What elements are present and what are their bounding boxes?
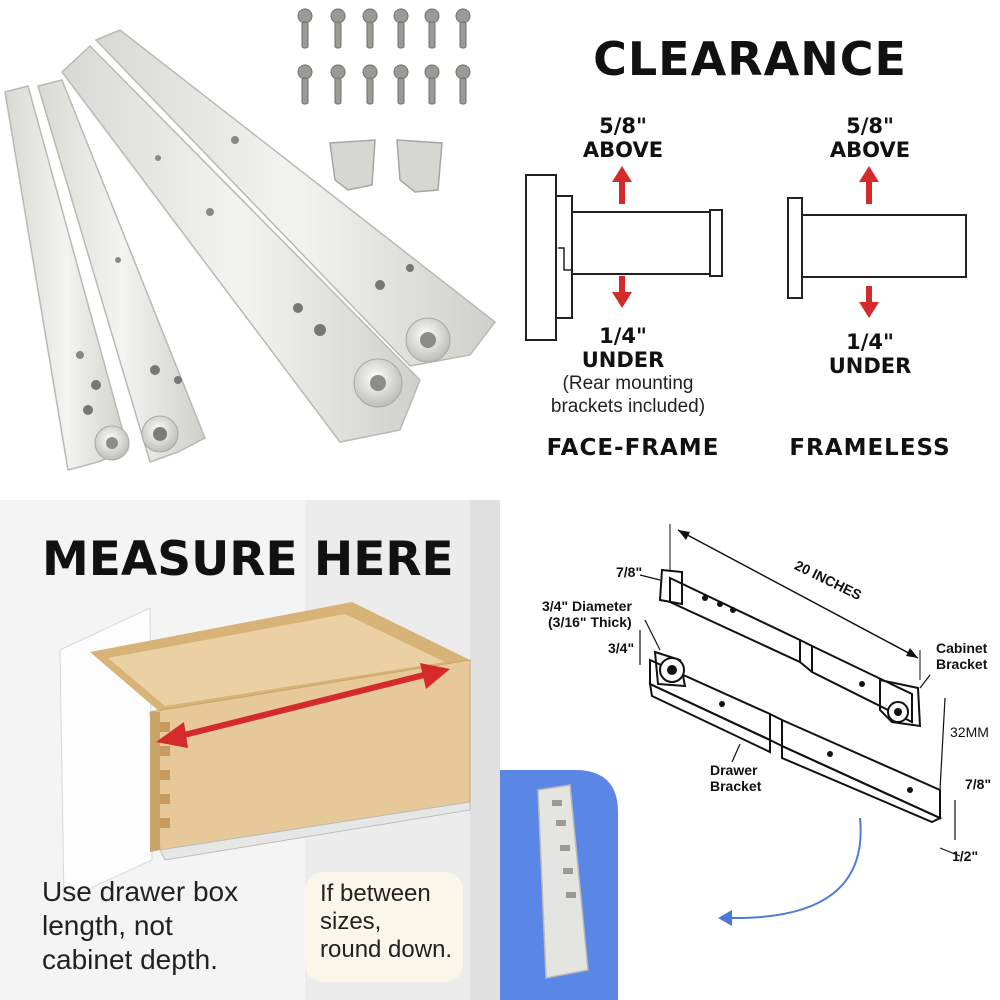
frameless-above-value: 5/8" [846,114,894,138]
tip-box [305,872,463,982]
frameless-diagram [787,197,967,299]
face-frame-under-word: UNDER [581,348,665,372]
frameless-above-word: ABOVE [829,138,911,162]
measure-panel: MEASURE HERE Use drawer box length, not … [0,500,500,1000]
tip-line1: If between [320,880,431,907]
frameless-under-value: 1/4" [846,330,894,354]
dimension-drawing [500,524,961,1000]
use-note-line3: cabinet depth. [42,944,218,975]
dim-rail-height: 7/8" [965,776,992,792]
measure-title: MEASURE HERE [42,532,454,587]
frameless-caption: FRAMELESS [789,435,951,461]
use-note-line2: length, not [42,910,173,941]
tip-note: If between sizes, round down. [320,880,452,964]
drawer-slide-rail [60,44,421,443]
drawer-bracket-line1: Drawer [710,762,758,778]
tip-line2: sizes, [320,908,382,935]
dim-wheel-diameter-line2: (3/16" Thick) [548,614,632,630]
drawer-slide-rail [94,29,497,367]
product-photo-panel [0,0,500,500]
frameless-arrows [859,166,879,318]
drawer-bracket-line2: Bracket [710,778,762,794]
dim-flange: 1/2" [952,848,979,864]
face-frame-note-line2: brackets included) [550,396,706,417]
face-frame-caption: FACE-FRAME [546,435,720,461]
dim-wheel-diameter-line1: 3/4" Diameter [542,598,632,614]
measure-arrow [156,663,450,748]
drawer-photo [0,500,500,1000]
cabinet-bracket-line2: Bracket [936,656,988,672]
clearance-panel: CLEARANCE 5/8" ABOVE 1/4" UNDER (Rear mo… [500,0,1000,500]
use-note: Use drawer box length, not cabinet depth… [42,875,238,977]
clearance-title: CLEARANCE [593,32,907,86]
face-frame-above-word: ABOVE [582,138,664,162]
drawer-slide-rail [37,79,206,463]
face-frame-diagram [525,174,723,341]
rear-mounting-brackets [329,139,443,193]
frameless-under-word: UNDER [828,354,912,378]
use-note-line1: Use drawer box [42,876,239,907]
dimension-diagram-panel: 20 INCHES 7/8" 3/4" Diameter (3/16" Thic… [500,500,1000,1000]
face-frame-under-value: 1/4" [599,324,647,348]
drawer-slide-rail [4,85,130,471]
tip-line3: round down. [320,936,453,963]
face-frame-arrows [612,166,632,308]
face-frame-note-line1: (Rear mounting [562,373,694,394]
drawer-slides-photo [4,8,497,471]
dim-gap: 32MM [950,724,989,740]
mounting-screws [297,8,471,105]
dim-wheel-offset: 3/4" [608,640,635,656]
cabinet-bracket-line1: Cabinet [936,640,988,656]
dim-top-height: 7/8" [616,564,643,580]
face-frame-above-value: 5/8" [599,114,647,138]
